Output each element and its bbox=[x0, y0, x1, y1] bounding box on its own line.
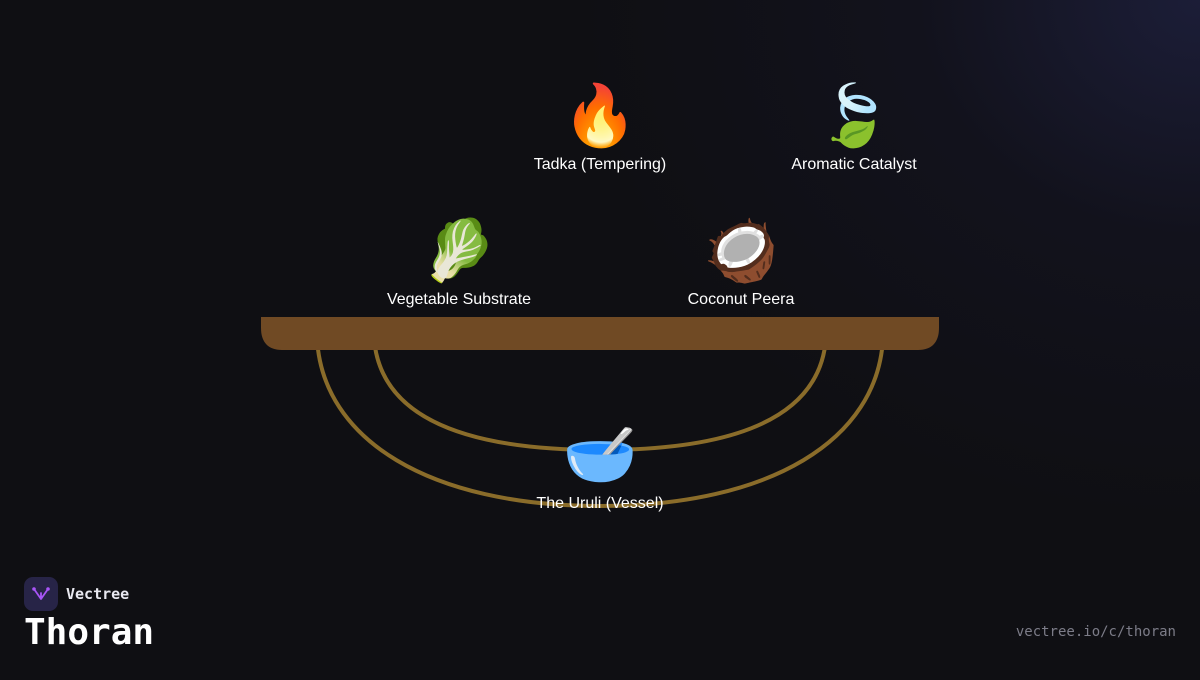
node-tadka: 🔥 Tadka (Tempering) bbox=[480, 80, 720, 174]
page-title: Thoran bbox=[24, 612, 155, 653]
node-label-uruli: The Uruli (Vessel) bbox=[536, 495, 664, 512]
brand-name: Vectree bbox=[66, 585, 130, 603]
node-label-tadka: Tadka (Tempering) bbox=[533, 156, 667, 173]
node-aromatic: 🍃 Aromatic Catalyst bbox=[734, 80, 974, 174]
vectree-logo-icon bbox=[24, 577, 58, 611]
node-vegetable: 🥬 Vegetable Substrate bbox=[339, 215, 579, 309]
fire-icon: 🔥 bbox=[562, 81, 638, 151]
vessel-rim bbox=[261, 317, 939, 350]
brand[interactable]: Vectree bbox=[24, 577, 129, 611]
node-label-aromatic: Aromatic Catalyst bbox=[791, 156, 917, 173]
node-label-vegetable: Vegetable Substrate bbox=[386, 291, 532, 308]
leaf-fluttering-icon: 🍃 bbox=[816, 81, 892, 151]
node-coconut: 🥥 Coconut Peera bbox=[621, 215, 861, 309]
page-url[interactable]: vectree.io/c/thoran bbox=[1015, 624, 1176, 640]
leafy-green-icon: 🥬 bbox=[421, 216, 497, 286]
coconut-icon: 🥥 bbox=[703, 216, 779, 286]
bowl-with-spoon-icon: 🥣 bbox=[562, 420, 638, 490]
node-label-coconut: Coconut Peera bbox=[687, 291, 795, 308]
node-uruli: 🥣 The Uruli (Vessel) bbox=[480, 419, 720, 513]
